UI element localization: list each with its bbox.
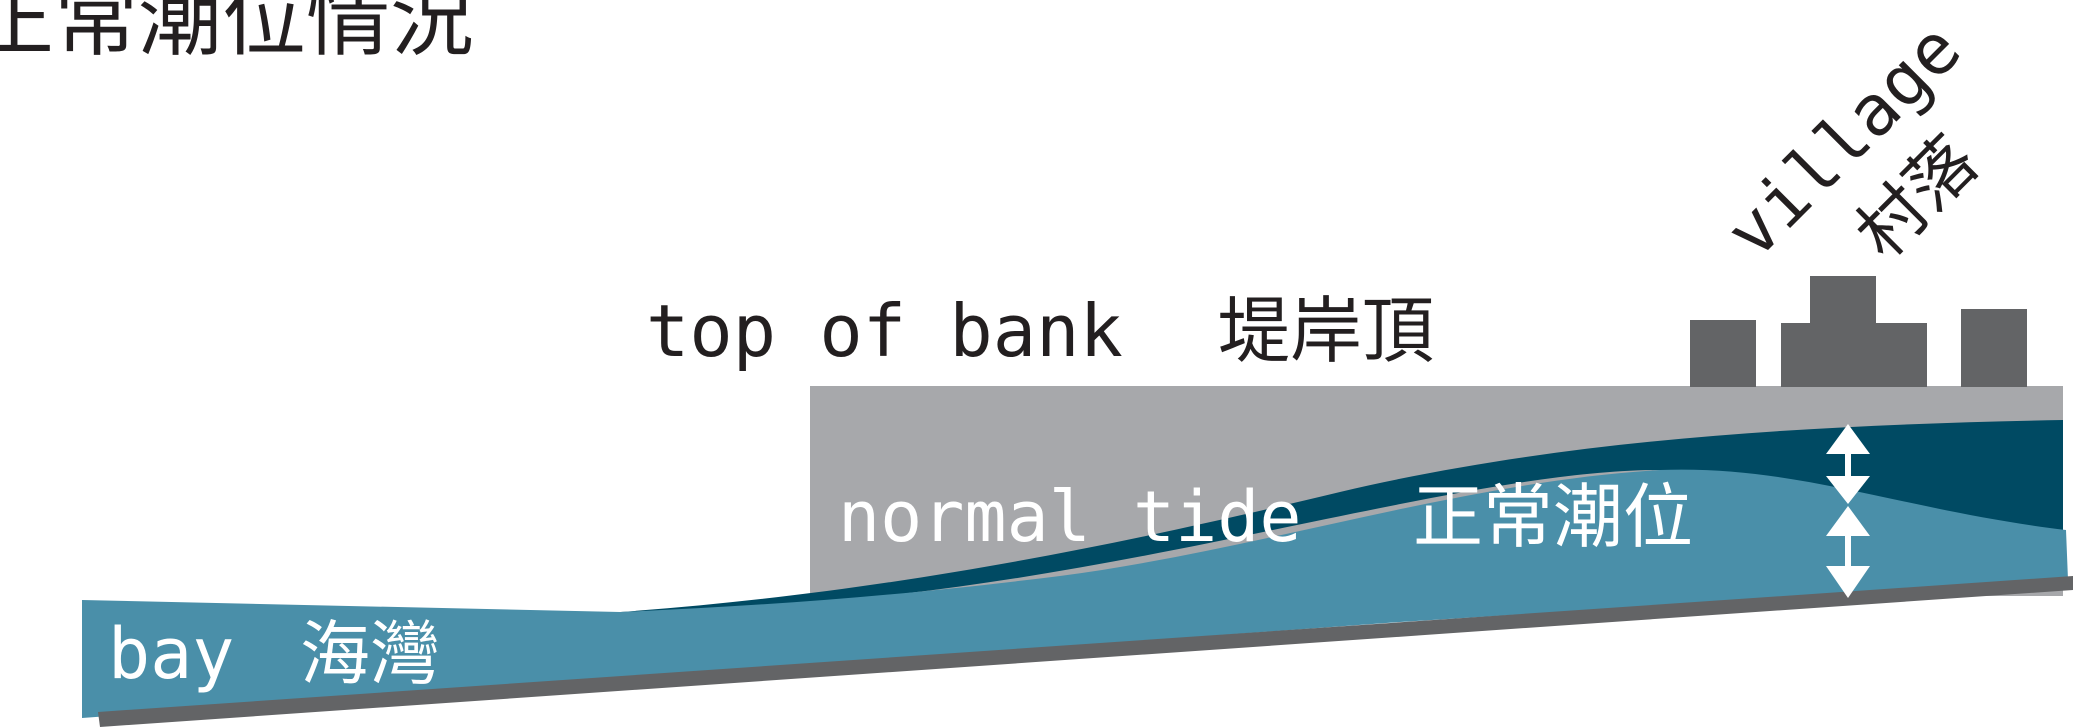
label-top-of-bank: top of bank: [646, 289, 1123, 373]
building-2: [1781, 323, 1927, 387]
deep-water: [620, 420, 2063, 612]
label-bay: bay: [108, 613, 234, 695]
arrow-up-top: [1826, 424, 1870, 454]
arrow-shaft-top: [1845, 452, 1851, 478]
arrow-down-bottom: [1826, 566, 1870, 598]
tide-range-arrows: [1826, 424, 1870, 598]
arrow-down-middle: [1826, 476, 1870, 504]
label-top-of-bank-zh: 堤岸頂: [1218, 289, 1434, 373]
building-3: [1961, 309, 2027, 387]
label-normal-tide: normal tide: [838, 476, 1302, 558]
seabed-line: [98, 576, 2073, 727]
diagram-title: 正常潮位情況: [0, 0, 474, 68]
arrow-shaft-bottom: [1845, 534, 1851, 568]
village-buildings: [1690, 276, 2027, 387]
arrow-up-middle: [1826, 506, 1870, 536]
label-bay-zh: 海灣: [300, 613, 440, 695]
building-1: [1690, 320, 1756, 387]
building-2-tower: [1810, 276, 1876, 326]
bay-water: [82, 469, 2068, 718]
label-normal-tide-zh: 正常潮位: [1413, 476, 1693, 558]
